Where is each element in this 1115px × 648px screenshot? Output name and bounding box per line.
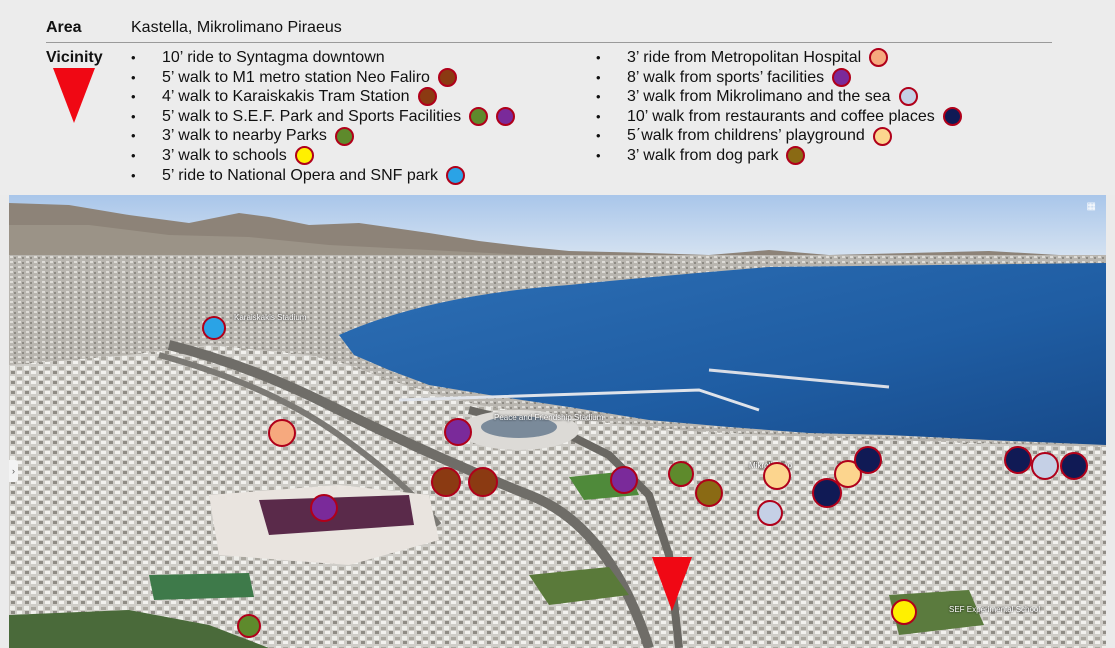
map-label: SEF Experimental School [949, 605, 1041, 614]
vicinity-item: • 3’ ride from Metropolitan Hospital [596, 48, 962, 68]
vicinity-item: • 3’ walk from dog park [596, 146, 962, 166]
vicinity-item: • 5΄walk from childrens’ playground [596, 126, 962, 146]
vicinity-item-text: 8’ walk from sports’ facilities [627, 68, 825, 86]
bullet-icon: • [131, 147, 136, 163]
brown-poi-dot-icon [431, 467, 461, 497]
cream-legend-dot-icon [872, 126, 892, 146]
location-marker-icon [53, 68, 95, 123]
blue-legend-dot-icon [446, 165, 465, 185]
map-label: Karaiskakis Stadium [234, 313, 307, 322]
bullet-icon: • [131, 69, 136, 85]
navy-poi-dot-icon [1004, 446, 1032, 474]
vicinity-item-text: 5’ ride to National Opera and SNF park [162, 166, 438, 184]
green-poi-dot-icon [237, 614, 261, 638]
vicinity-item-text: 10’ walk from restaurants and coffee pla… [627, 107, 935, 125]
green-legend-dot-icon [334, 126, 354, 146]
salmon-poi-dot-icon [268, 419, 296, 447]
vicinity-item-text: 10’ ride to Syntagma downtown [162, 49, 385, 66]
olive-poi-dot-icon [695, 479, 723, 507]
navy-poi-dot-icon [812, 478, 842, 508]
map-label: Peace and Friendship Stadium [494, 413, 604, 422]
purple-poi-dot-icon [610, 466, 638, 494]
brown-legend-dot-icon [417, 87, 437, 107]
divider [46, 42, 1052, 43]
purple-legend-dot-icon [832, 67, 852, 87]
salmon-legend-dot-icon [869, 48, 889, 68]
bullet-icon: • [131, 167, 136, 183]
bullet-icon: • [131, 89, 136, 105]
vicinity-item-text: 5΄walk from childrens’ playground [627, 127, 865, 145]
lightblue-poi-dot-icon [757, 500, 783, 526]
grid-icon[interactable]: ▦ [1086, 201, 1096, 212]
yellow-legend-dot-icon [294, 146, 314, 166]
bullet-icon: • [596, 89, 601, 105]
area-value: Kastella, Mikrolimano Piraeus [131, 19, 342, 36]
area-label: Area [46, 19, 82, 36]
purple-poi-dot-icon [310, 494, 338, 522]
vicinity-list-left: • 10’ ride to Syntagma downtown • 5’ walk t… [131, 48, 516, 186]
vicinity-list-right: • 3’ ride from Metropolitan Hospital • 8’ w… [596, 48, 962, 166]
bullet-icon: • [131, 50, 136, 65]
cream-poi-dot-icon [763, 462, 791, 490]
bullet-icon: • [131, 128, 136, 144]
navy-poi-dot-icon [854, 446, 882, 474]
bullet-icon: • [596, 108, 601, 124]
aerial-map-photo: ▦ › Karaiskakis Stadium Peace and Friend… [9, 195, 1106, 648]
blue-poi-dot-icon [202, 316, 226, 340]
brown-poi-dot-icon [468, 467, 498, 497]
vicinity-item: • 8’ walk from sports’ facilities [596, 67, 962, 88]
vicinity-item: • 5’ ride to National Opera and SNF park [131, 165, 515, 186]
bullet-icon: • [596, 128, 601, 144]
vicinity-item-text: 3’ walk to schools [162, 146, 287, 164]
bullet-icon: • [596, 50, 601, 65]
bullet-icon: • [131, 108, 136, 124]
vicinity-item-text: 3’ walk to nearby Parks [162, 127, 327, 145]
lightblue-poi-dot-icon [1031, 452, 1059, 480]
bullet-icon: • [596, 147, 601, 163]
vicinity-item-text: 4’ walk to Karaiskakis Tram Station [162, 88, 410, 106]
vicinity-item-text: 5’ walk to M1 metro station Neo Faliro [162, 68, 430, 86]
vicinity-label: Vicinity [46, 49, 103, 66]
vicinity-item-text: 5’ walk to S.E.F. Park and Sports Facili… [162, 107, 462, 125]
yellow-poi-dot-icon [891, 599, 917, 625]
vicinity-item: • 10’ ride to Syntagma downtown [131, 48, 515, 68]
vicinity-item-text: 3’ ride from Metropolitan Hospital [627, 49, 862, 66]
vicinity-item: • 3’ walk to nearby Parks [131, 126, 515, 146]
vicinity-item: • 5’ walk to M1 metro station Neo Faliro [131, 67, 515, 88]
vicinity-item-text: 3’ walk from Mikrolimano and the sea [627, 88, 891, 106]
brown-legend-dot-icon [437, 67, 457, 87]
info-header: Area Kastella, Mikrolimano Piraeus Vicin… [0, 0, 1115, 195]
bullet-icon: • [596, 69, 601, 85]
lightblue-legend-dot-icon [898, 87, 918, 107]
vicinity-item: • 4’ walk to Karaiskakis Tram Station [131, 87, 515, 107]
vicinity-item: • 3’ walk from Mikrolimano and the sea [596, 87, 962, 107]
vicinity-item-text: 3’ walk from dog park [627, 146, 779, 164]
vicinity-item: • 10’ walk from restaurants and coffee pl… [596, 107, 962, 127]
purple-legend-dot-icon [496, 107, 516, 127]
olive-legend-dot-icon [786, 146, 806, 166]
purple-poi-dot-icon [444, 418, 472, 446]
property-location-marker-icon [652, 557, 692, 611]
green-legend-dot-icon [469, 107, 489, 127]
navy-poi-dot-icon [1060, 452, 1088, 480]
expand-panel-tab[interactable]: › [9, 460, 18, 482]
green-poi-dot-icon [668, 461, 694, 487]
vicinity-item: • 3’ walk to schools [131, 146, 515, 166]
navy-legend-dot-icon [942, 107, 962, 127]
vicinity-item: • 5’ walk to S.E.F. Park and Sports Facil… [131, 107, 516, 127]
aerial-view-illustration [9, 195, 1106, 648]
